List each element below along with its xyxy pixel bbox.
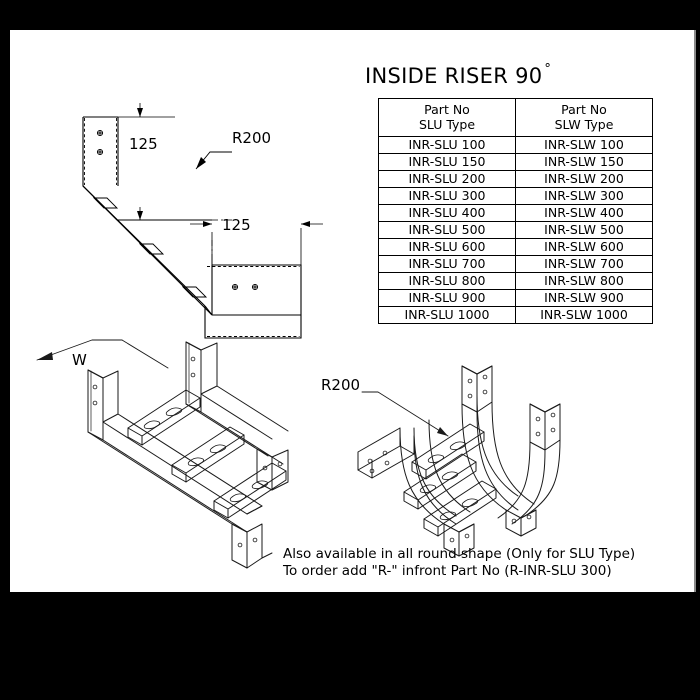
table-header-slu-line1: Part No — [424, 102, 470, 117]
part-number-table: Part No SLU Type Part No SLW Type INR-SL… — [378, 98, 653, 324]
drawing-title: INSIDE RISER 90° — [365, 62, 551, 88]
table-header-slw-line2: SLW Type — [554, 117, 614, 132]
table-header-row: Part No SLU Type Part No SLW Type — [378, 98, 653, 137]
dimension-label-width-125: 125 — [222, 216, 251, 234]
part-no-slu-cell: INR-SLU 600 — [378, 238, 516, 256]
part-no-slu-cell: INR-SLU 300 — [378, 187, 516, 205]
part-no-slu-cell: INR-SLU 700 — [378, 255, 516, 273]
part-no-slw-cell: INR-SLW 800 — [515, 272, 653, 290]
footer-note-line1: Also available in all round shape (Only … — [283, 546, 636, 562]
sheet-edge — [694, 30, 696, 592]
part-no-slw-cell: INR-SLW 150 — [515, 153, 653, 171]
part-no-slu-cell: INR-SLU 200 — [378, 170, 516, 188]
footer-notes: Also available in all round shape (Only … — [283, 546, 635, 580]
table-header-slw: Part No SLW Type — [515, 98, 653, 137]
part-no-slu-cell: INR-SLU 1000 — [378, 306, 516, 324]
dimension-label-radius-r200-isometric: R200 — [321, 376, 361, 394]
part-no-slu-cell: INR-SLU 100 — [378, 136, 516, 154]
part-no-slw-cell: INR-SLW 1000 — [515, 306, 653, 324]
part-no-slw-cell: INR-SLW 100 — [515, 136, 653, 154]
part-no-slw-cell: INR-SLW 500 — [515, 221, 653, 239]
part-no-slu-cell: INR-SLU 900 — [378, 289, 516, 307]
dimension-label-width-w: W — [72, 351, 87, 369]
table-header-slu: Part No SLU Type — [378, 98, 516, 137]
footer-note-line2: To order add "R-" infront Part No (R-INR… — [283, 563, 612, 579]
degree-symbol: ° — [544, 62, 552, 77]
part-no-slu-cell: INR-SLU 500 — [378, 221, 516, 239]
part-no-slw-cell: INR-SLW 400 — [515, 204, 653, 222]
table-header-slw-line1: Part No — [561, 102, 607, 117]
part-no-slw-cell: INR-SLW 600 — [515, 238, 653, 256]
dimension-label-radius-r200-section: R200 — [232, 129, 272, 147]
drawing-title-text: INSIDE RISER 90 — [365, 64, 543, 88]
table-header-slu-line2: SLU Type — [418, 117, 476, 132]
part-no-slw-cell: INR-SLW 300 — [515, 187, 653, 205]
part-no-slw-cell: INR-SLW 900 — [515, 289, 653, 307]
dimension-label-height-125: 125 — [129, 135, 158, 153]
part-no-slu-cell: INR-SLU 400 — [378, 204, 516, 222]
part-no-slu-cell: INR-SLU 150 — [378, 153, 516, 171]
part-no-slw-cell: INR-SLW 200 — [515, 170, 653, 188]
part-no-slw-cell: INR-SLW 700 — [515, 255, 653, 273]
part-no-slu-cell: INR-SLU 800 — [378, 272, 516, 290]
